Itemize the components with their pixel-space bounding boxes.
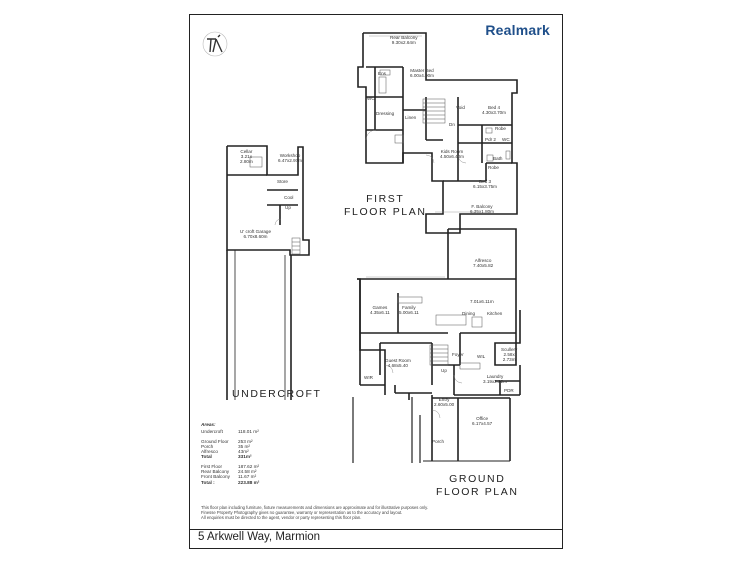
areas-title: Areas:: [201, 422, 216, 427]
room-store: Store: [277, 179, 288, 184]
room-void: Void: [456, 105, 465, 110]
room-dining: Dining: [462, 311, 476, 316]
disclaimer: This floor plan including furniture, fix…: [201, 505, 429, 521]
floor-plan-drawing: [226, 32, 521, 463]
room-powder: PDR: [504, 388, 514, 393]
room-robe-bed-4: Robe: [495, 126, 506, 131]
room-wc-first: WC: [367, 96, 375, 101]
stair-down: Dn: [449, 122, 455, 127]
room-powder-2: Pdr 2: [485, 137, 496, 142]
property-address: 5 Arkwell Way, Marmion: [198, 531, 321, 543]
north-compass-icon: [202, 31, 228, 57]
room-cool: Cool: [284, 195, 294, 200]
stair-up-ground: Up: [441, 368, 447, 373]
room-dining-dimensions: 7.01x6.11m: [470, 299, 494, 304]
room-foyer: Foyer: [452, 352, 464, 357]
room-wc-bed-4: WC: [502, 137, 510, 142]
room-kitchen: Kitchen: [487, 311, 503, 316]
room-linen: Linen: [405, 115, 417, 120]
stair-up-undercroft: Up: [285, 205, 291, 210]
room-dressing: Dressing: [376, 111, 395, 116]
room-wil: WIL: [477, 354, 486, 359]
room-ensuite: Ens: [378, 71, 386, 76]
floor-plan-sheet: Realmark: [189, 14, 563, 549]
area-row-first-total: Total :223.88 m²: [201, 479, 260, 485]
brand-logo: Realmark: [485, 22, 550, 38]
room-wir: WIR: [364, 375, 373, 380]
heading-undercroft: UNDERCROFT: [232, 388, 322, 400]
room-robe-bath: Robe: [488, 165, 499, 170]
room-porch: Porch: [432, 439, 445, 444]
room-bath: Bath: [493, 156, 503, 161]
address-bar: 5 Arkwell Way, Marmion: [190, 529, 562, 548]
